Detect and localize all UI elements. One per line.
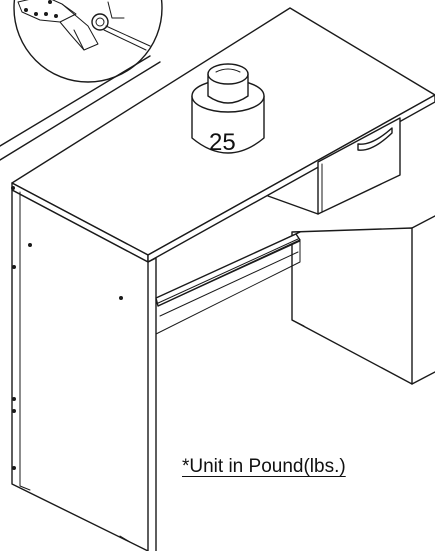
- detail-callout: [13, 0, 163, 83]
- weight-icon: 25: [191, 63, 265, 156]
- wall-edge: [0, 61, 161, 161]
- right-side-panel: [291, 215, 435, 385]
- weight-value-label: 25: [209, 129, 236, 156]
- drawer-handle: [357, 127, 393, 151]
- keyboard-shelf: [155, 233, 301, 335]
- left-side-panel: [11, 186, 149, 551]
- drawer: [317, 117, 401, 215]
- unit-note: *Unit in Pound(lbs.): [182, 456, 346, 477]
